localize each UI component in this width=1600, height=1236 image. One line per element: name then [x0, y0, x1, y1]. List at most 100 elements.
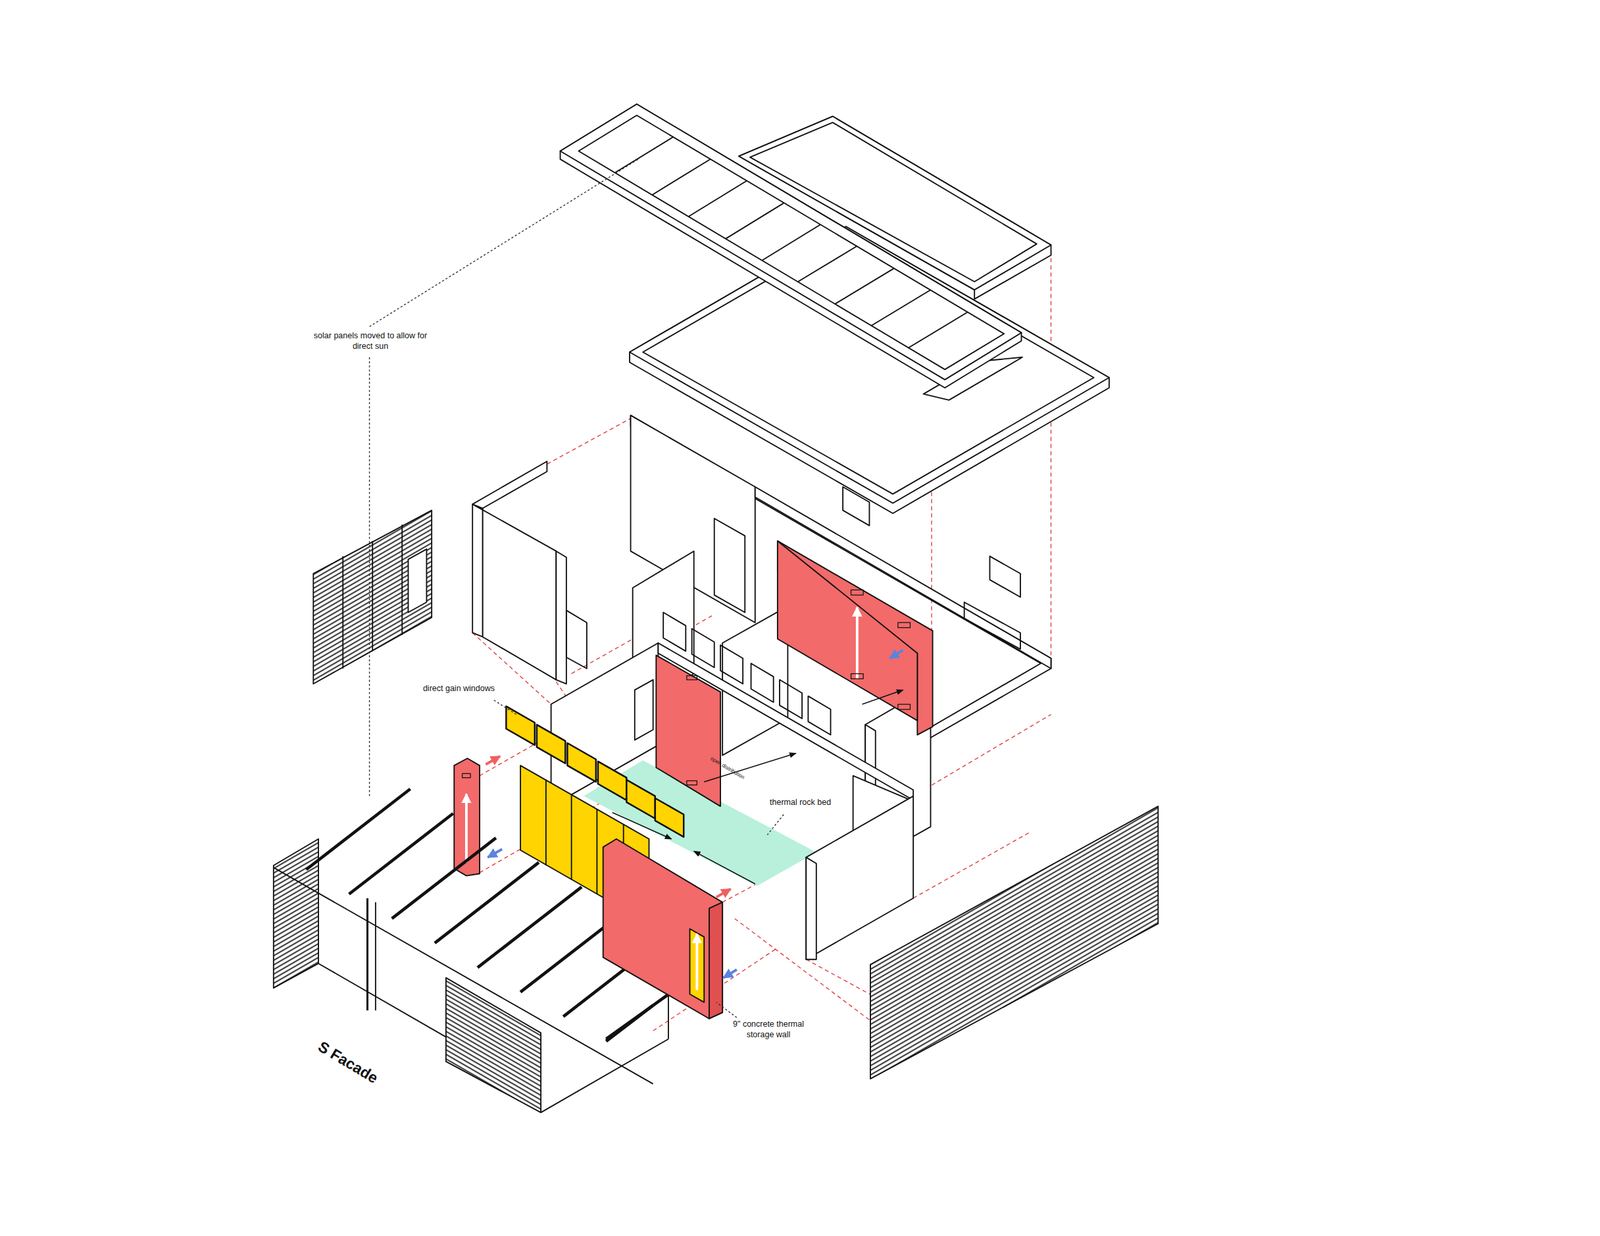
pergola-beam	[605, 1005, 653, 1041]
flow-arrow	[487, 848, 502, 857]
direct-gain-window	[505, 705, 535, 745]
wall	[714, 518, 746, 613]
leader-line	[494, 700, 517, 715]
leader-line	[716, 1001, 737, 1018]
solar-panel-frame	[834, 268, 895, 304]
solar-panel-frame	[615, 136, 968, 349]
thermal-wall	[898, 703, 911, 710]
louver-screen	[401, 524, 403, 635]
louver-screen	[342, 555, 344, 669]
solar-panel-frame	[725, 203, 784, 239]
thermal-wall	[855, 607, 859, 679]
callout-note: 9" concrete thermal storage wall	[724, 1018, 813, 1041]
direct-gain-window	[626, 779, 655, 819]
thermal-wall	[777, 540, 918, 721]
wall	[805, 857, 817, 960]
callout-note: solar panels moved to allow for direct s…	[309, 330, 431, 352]
window	[692, 628, 715, 668]
direct-gain-window	[598, 761, 627, 800]
leader-line	[369, 157, 785, 1018]
window	[807, 696, 831, 735]
thermal-wall	[603, 838, 723, 1039]
thermal-wall	[453, 757, 480, 875]
window	[720, 644, 743, 684]
solar-panel-frame	[762, 224, 821, 260]
glazing-panel	[545, 779, 547, 866]
thermal-wall	[686, 780, 698, 785]
louver-screen	[407, 548, 427, 612]
glazing-panel	[571, 794, 573, 880]
pergola	[366, 898, 369, 1011]
leader-line	[369, 357, 370, 799]
wall	[989, 555, 1021, 597]
solar-panel-frame	[871, 289, 931, 325]
pergola	[540, 1038, 669, 1113]
thermal-wall	[453, 757, 480, 875]
thermal-wall	[898, 622, 911, 628]
louver-screen	[870, 805, 1158, 1079]
solar-panel-frame	[560, 103, 1022, 380]
wall	[566, 609, 587, 668]
direct-gain-window	[536, 724, 566, 764]
solar-panel-frame	[798, 246, 858, 282]
solar-panel-frame	[615, 136, 674, 173]
louver-screen	[313, 509, 432, 684]
pergola	[318, 963, 447, 1037]
louver-screen	[313, 509, 1158, 1079]
solar-panel-frame	[651, 159, 710, 195]
wall	[842, 486, 870, 526]
pergola-beam	[605, 1005, 653, 1041]
flow-arrow	[862, 689, 904, 704]
flow-arrow	[485, 650, 903, 978]
direct-gain-window	[655, 798, 684, 837]
wall	[634, 679, 654, 740]
thermal-wall	[465, 794, 468, 863]
callout-note: thermal rock bed	[768, 796, 833, 809]
window	[751, 663, 774, 702]
louver-screen	[371, 540, 374, 651]
facade-title: S Facade	[313, 1035, 383, 1089]
flow-arrow	[723, 969, 737, 977]
thermal-wall	[686, 675, 698, 680]
solar-panel-frame	[560, 103, 1022, 388]
pergola	[375, 901, 377, 1010]
thermal-wall	[695, 933, 699, 990]
thermal-wall	[777, 540, 933, 735]
wall	[472, 503, 556, 680]
wall	[964, 601, 1021, 649]
window	[663, 611, 686, 651]
flow-arrow	[716, 888, 731, 897]
callout-note: direct gain windows	[404, 682, 497, 695]
thermal-wall	[462, 773, 471, 777]
flow-arrow	[703, 752, 797, 781]
thermal-wall	[851, 673, 864, 679]
thermal-wall	[709, 901, 723, 1019]
thermal-wall	[777, 540, 933, 735]
projection-line	[1050, 250, 1052, 664]
thermal-wall	[655, 655, 721, 807]
solar-panel-frame	[688, 180, 747, 216]
solar-panel-frame	[578, 115, 1004, 370]
direct-gain-window	[567, 742, 596, 782]
thermal-wall	[851, 589, 864, 595]
pergola	[446, 977, 541, 1113]
thermal-wall	[655, 655, 721, 807]
thermal-wall	[653, 994, 668, 1006]
projection-line	[540, 418, 631, 468]
pergola	[273, 838, 319, 988]
glazing-panel	[596, 809, 598, 895]
flow-arrow	[694, 850, 756, 884]
solar-panel-frame	[560, 103, 1022, 388]
pergola-beam	[605, 1005, 653, 1041]
solar-panel-frame	[907, 312, 968, 349]
flow-arrow	[485, 755, 500, 764]
wall	[555, 550, 567, 684]
flow-arrow	[889, 650, 903, 658]
window	[779, 679, 802, 719]
thermal-wall	[603, 838, 723, 1019]
wall	[805, 796, 914, 960]
flow-arrow	[612, 689, 904, 884]
leader-line	[767, 814, 784, 835]
